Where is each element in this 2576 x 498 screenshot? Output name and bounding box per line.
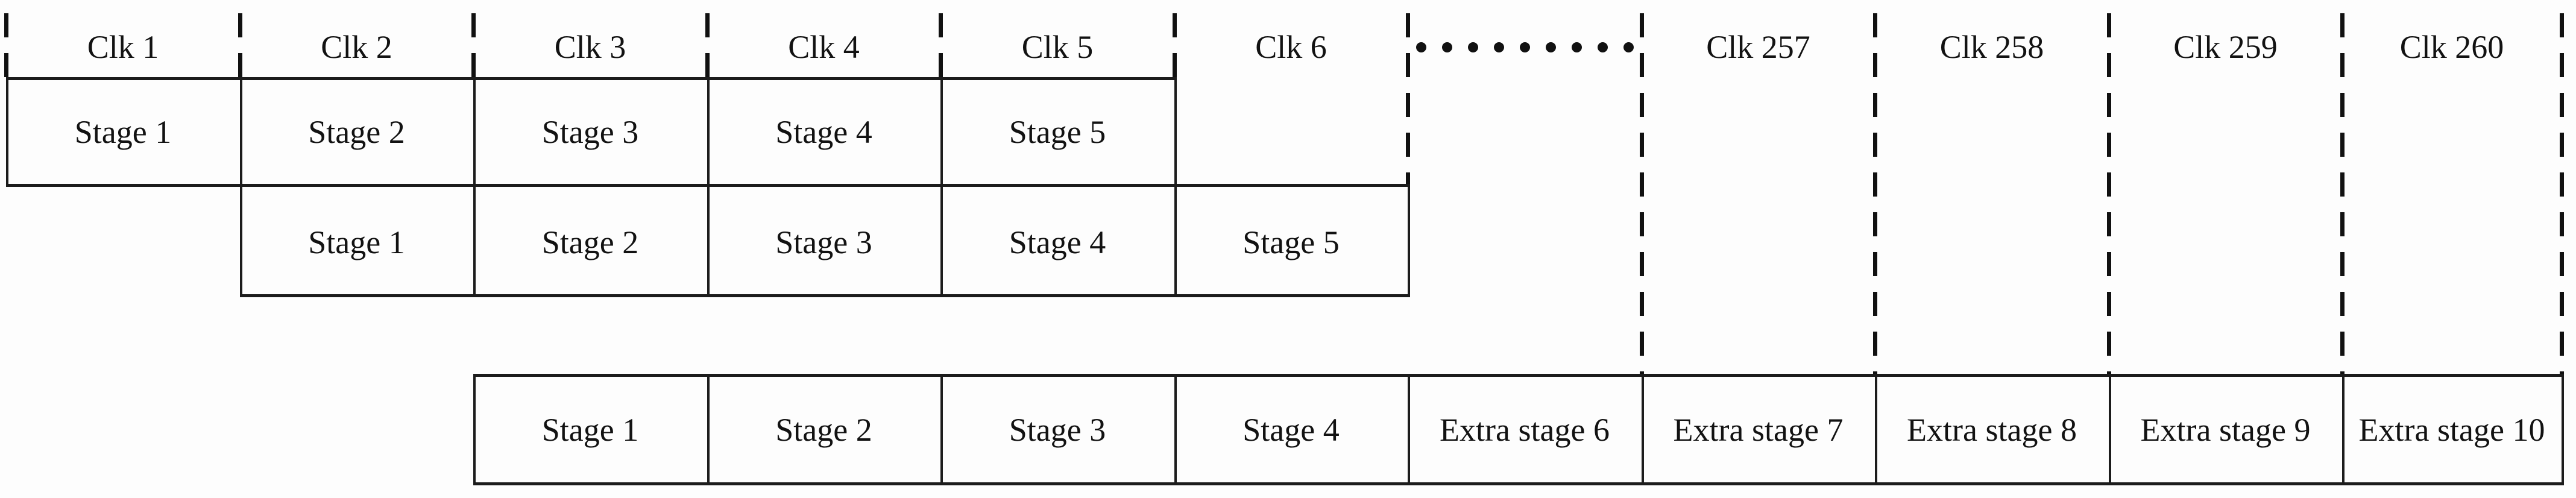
clock-label: Clk 3: [554, 29, 626, 65]
pipeline-extra-stage-cell: Extra stage 9: [2140, 411, 2311, 448]
pipeline-stage-cell: Stage 3: [1009, 411, 1106, 448]
ellipsis-dot: [1441, 42, 1452, 52]
pipeline-extra-stage-cell: Extra stage 6: [1440, 411, 1610, 448]
clock-boundary-dashed-line: [238, 13, 242, 77]
clock-boundary-dashed-line: [1173, 13, 1177, 77]
stage-cell-border: [2342, 374, 2345, 485]
pipeline-stage-cell: Stage 2: [541, 224, 639, 260]
clock-boundary-dashed-line: [2340, 13, 2345, 374]
clock-label: Clk 2: [321, 29, 392, 65]
clock-boundary-dashed-line: [471, 13, 476, 77]
pipeline-stage-cell: Stage 5: [1009, 114, 1106, 150]
ellipsis-dot: [1467, 42, 1478, 52]
ellipsis-dots: [1408, 18, 1642, 76]
clock-label: Clk 6: [1255, 29, 1327, 65]
clock-label: Clk 260: [2399, 29, 2504, 65]
stage-cell-border: [473, 374, 476, 485]
clock-label: Clk 5: [1021, 29, 1094, 65]
clock-boundary-dashed-line: [1406, 13, 1410, 187]
row1-left-border: [6, 77, 8, 186]
row3-right-border: [2562, 374, 2564, 485]
stage-cell-border: [940, 374, 943, 485]
pipeline-stage-cell: Stage 3: [541, 114, 639, 150]
ellipsis-dot: [1416, 42, 1426, 52]
row3-bottom-border: [473, 482, 2564, 485]
pipeline-stage-cell: Stage 3: [775, 224, 872, 260]
clock-boundary-dashed-line: [2107, 13, 2111, 374]
pipeline-extra-stage-cell: Extra stage 7: [1673, 411, 1844, 448]
stage-cell-border: [940, 77, 943, 297]
row2-bottom-border: [240, 294, 1410, 297]
pipeline-stage-cell: Stage 1: [541, 411, 639, 448]
ellipsis-dot: [1571, 42, 1582, 52]
clock-label: Clk 1: [87, 29, 159, 65]
row3-top-border: [473, 374, 2564, 377]
row1-top-border: [6, 77, 1177, 80]
pipeline-extra-stage-cell: Extra stage 10: [2358, 411, 2545, 448]
clock-label: Clk 259: [2173, 29, 2278, 65]
pipeline-stage-cell: Stage 1: [74, 114, 172, 150]
ellipsis-dot: [1623, 42, 1634, 52]
stage-cell-border: [1174, 77, 1177, 297]
pipeline-extra-stage-cell: Extra stage 8: [1907, 411, 2077, 448]
pipeline-stage-cell: Stage 4: [1242, 411, 1340, 448]
clock-boundary-dashed-line: [939, 13, 943, 77]
stage-cell-border: [240, 77, 242, 297]
clock-boundary-dashed-line: [4, 13, 8, 77]
pipeline-stage-cell: Stage 4: [775, 114, 872, 150]
ellipsis-dot: [1545, 42, 1556, 52]
clock-boundary-dashed-line: [1640, 13, 1644, 374]
pipeline-stage-cell: Stage 4: [1009, 224, 1106, 260]
stage-cell-border: [1174, 374, 1177, 485]
ellipsis-dot: [1597, 42, 1608, 52]
clock-boundary-dashed-line: [705, 13, 710, 77]
stage-cell-border: [2109, 374, 2111, 485]
clock-label: Clk 4: [788, 29, 860, 65]
clock-label: Clk 257: [1706, 29, 1810, 65]
stage-cell-border: [707, 374, 710, 485]
stage-cell-border: [707, 77, 710, 297]
pipeline-stage-cell: Stage 2: [308, 114, 405, 150]
stage-cell-border: [1642, 374, 1644, 485]
stage-cell-border: [1408, 374, 1410, 485]
clock-label: Clk 258: [1939, 29, 2044, 65]
clock-boundary-dashed-line: [1873, 13, 1877, 374]
pipeline-stage-cell: Stage 5: [1242, 224, 1340, 260]
ellipsis-dot: [1493, 42, 1504, 52]
pipeline-stage-cell: Stage 2: [775, 411, 872, 448]
pipeline-stage-cell: Stage 1: [308, 224, 405, 260]
stage-cell-border: [1875, 374, 1877, 485]
ellipsis-dot: [1519, 42, 1530, 52]
row2-right-border: [1408, 185, 1410, 297]
clock-boundary-dashed-line: [2560, 13, 2564, 374]
stage-cell-border: [473, 77, 476, 297]
